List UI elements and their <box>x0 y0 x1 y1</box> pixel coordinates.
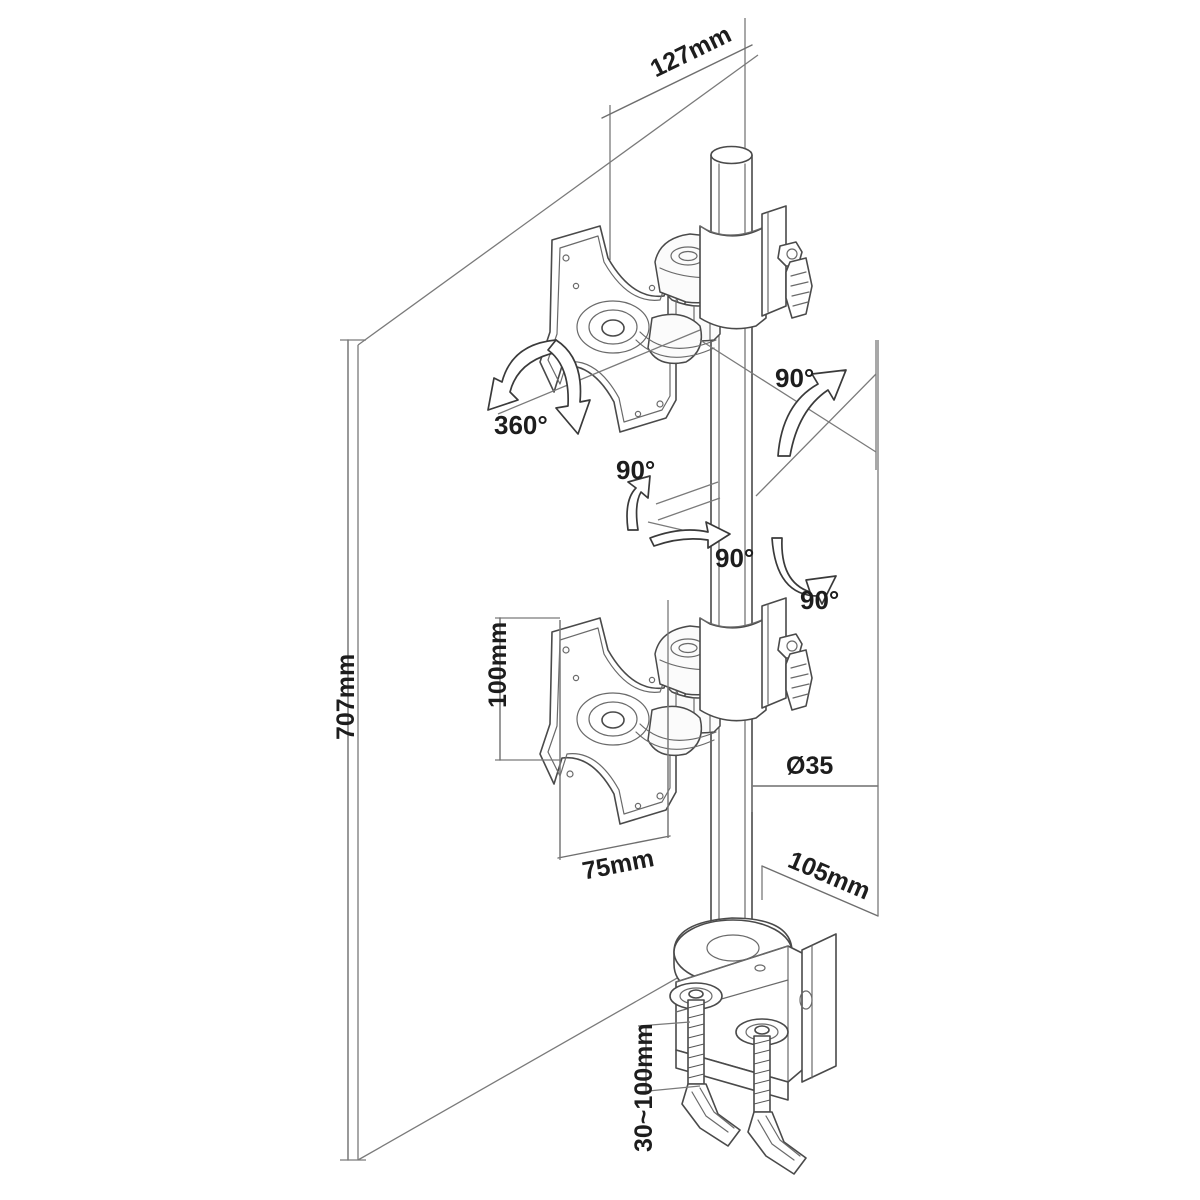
rotation-arrow-90-upper-right <box>699 339 877 497</box>
lower-mount-assembly <box>539 597 813 825</box>
rotation-arrow-90-mid-left <box>626 475 651 531</box>
lower-pole-collar <box>699 597 787 722</box>
lower-vesa-bracket-plate <box>539 617 687 825</box>
dimension-100mm-geometry <box>495 617 560 761</box>
rotation-label-360: 360° <box>494 410 548 440</box>
lower-clamp-lever <box>777 633 813 711</box>
rotation-label-90-mid-left: 90° <box>616 455 656 485</box>
dimension-30-100mm-geometry <box>637 1021 701 1093</box>
rotation-arrow-90-mid-center <box>649 521 731 549</box>
rotation-label-90-upper-right: 90° <box>775 363 815 393</box>
dimension-105mm-geometry <box>761 340 879 917</box>
desk-clamp-assembly <box>669 917 837 1175</box>
upper-pole-collar <box>699 205 787 330</box>
dimension-label-707mm: 707mm <box>332 653 360 740</box>
upper-mount-assembly <box>539 205 813 433</box>
clamp-screw-back <box>735 1018 807 1175</box>
upper-clamp-lever <box>777 241 813 319</box>
dimension-707mm-geometry <box>340 339 366 1161</box>
dimension-label-100mm: 100mm <box>484 621 512 708</box>
clamp-screw-front <box>669 982 741 1147</box>
rotation-arrow-360 <box>487 329 701 435</box>
reference-plane-lines <box>357 54 759 1161</box>
rotation-arrow-90-mid-right <box>771 537 837 605</box>
rotation-label-90-mid-center: 90° <box>715 543 755 573</box>
dimension-diameter-35-geometry <box>751 760 879 812</box>
rotation-label-90-mid-right: 90° <box>800 585 840 615</box>
dimension-label-30-100mm: 30~100mm <box>630 1023 658 1152</box>
dimension-label-diameter-35: Ø35 <box>786 752 834 780</box>
vesa-panel-outline <box>559 600 669 858</box>
